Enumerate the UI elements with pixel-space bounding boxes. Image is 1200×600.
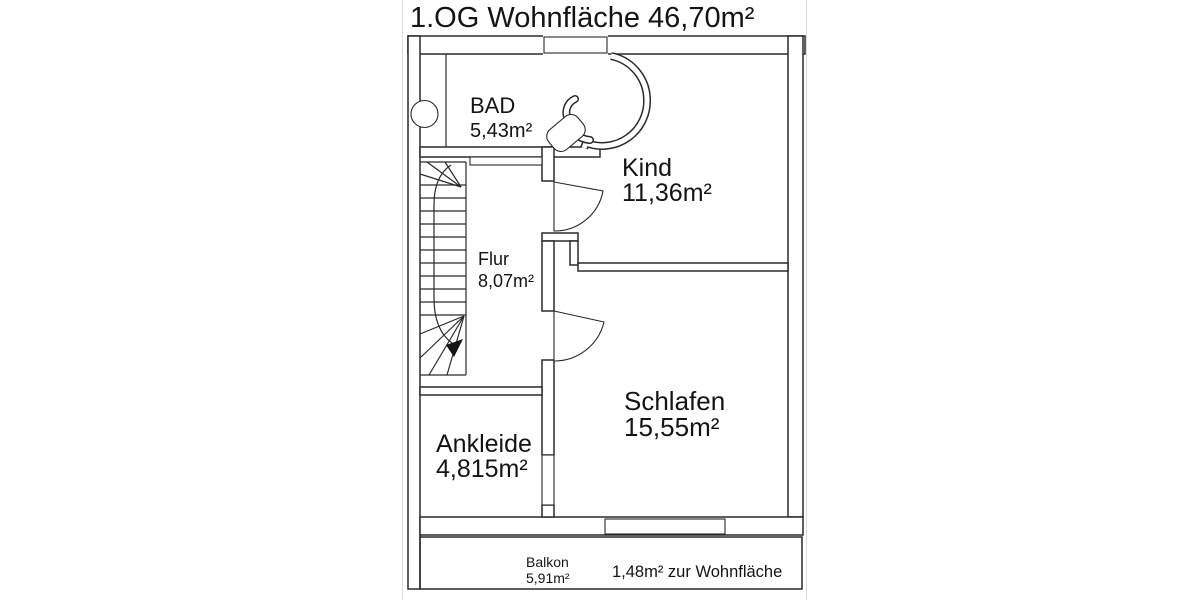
schlafen-door (553, 310, 605, 362)
room-labels: BAD 5,43m² Kind 11,36m² Flur 8,07m² Schl… (436, 93, 782, 586)
interior-walls (419, 54, 789, 518)
ankleide-doorway (541, 454, 555, 506)
wall-kind-schlafen (577, 262, 789, 272)
kind-area: 11,36m² (622, 179, 712, 207)
staircase (419, 161, 467, 376)
bathroom-window (543, 35, 608, 55)
bad-area: 5,43m² (470, 120, 533, 142)
doors-openings (469, 156, 726, 535)
balcony-door-opening (604, 518, 726, 535)
wall-flur-kind-a (541, 146, 555, 182)
bad-doorway (469, 156, 543, 166)
washbasin (546, 113, 586, 153)
window-frame (543, 36, 608, 54)
wall-flur-schlafen-b (541, 359, 555, 456)
balkon-label: Balkon (526, 554, 569, 570)
circular-fixture (410, 99, 439, 129)
stairs-direction-arrow (446, 339, 463, 357)
wall-flur-ankleide (419, 386, 543, 396)
balkon-note: 1,48m² zur Wohnfläche (612, 563, 782, 581)
ankleide-area: 4,815m² (436, 455, 528, 483)
plan-title: 1.OG Wohnfläche 46,70m² (410, 2, 755, 34)
bathroom-fixtures (410, 52, 652, 153)
flur-area: 8,07m² (478, 271, 534, 291)
outer-wall-right (787, 35, 804, 518)
outer-wall-left (407, 35, 421, 590)
balkon-area: 5,91m² (526, 570, 570, 586)
balcony-outline (419, 536, 803, 590)
outer-walls (407, 35, 806, 590)
wall-bad-flur (419, 146, 601, 158)
wall-flur-schlafen-a (541, 240, 555, 312)
wall-jog-top (541, 232, 579, 242)
kind-label: Kind (622, 154, 672, 182)
stair-walk-line (433, 164, 453, 344)
kind-door (553, 181, 604, 232)
bad-label: BAD (470, 93, 515, 118)
washbasin-outline (546, 113, 586, 153)
flur-label: Flur (478, 249, 509, 269)
wall-ankleide-stub (541, 504, 555, 518)
shower-spiral-wall-core (581, 53, 650, 149)
stair-winders-top (419, 161, 462, 188)
schlafen-label: Schlafen (624, 386, 725, 416)
schlafen-area: 15,55m² (624, 412, 720, 442)
wall-jog-side (569, 240, 579, 266)
stair-steps (420, 184, 466, 316)
ankleide-label: Ankleide (436, 430, 532, 458)
